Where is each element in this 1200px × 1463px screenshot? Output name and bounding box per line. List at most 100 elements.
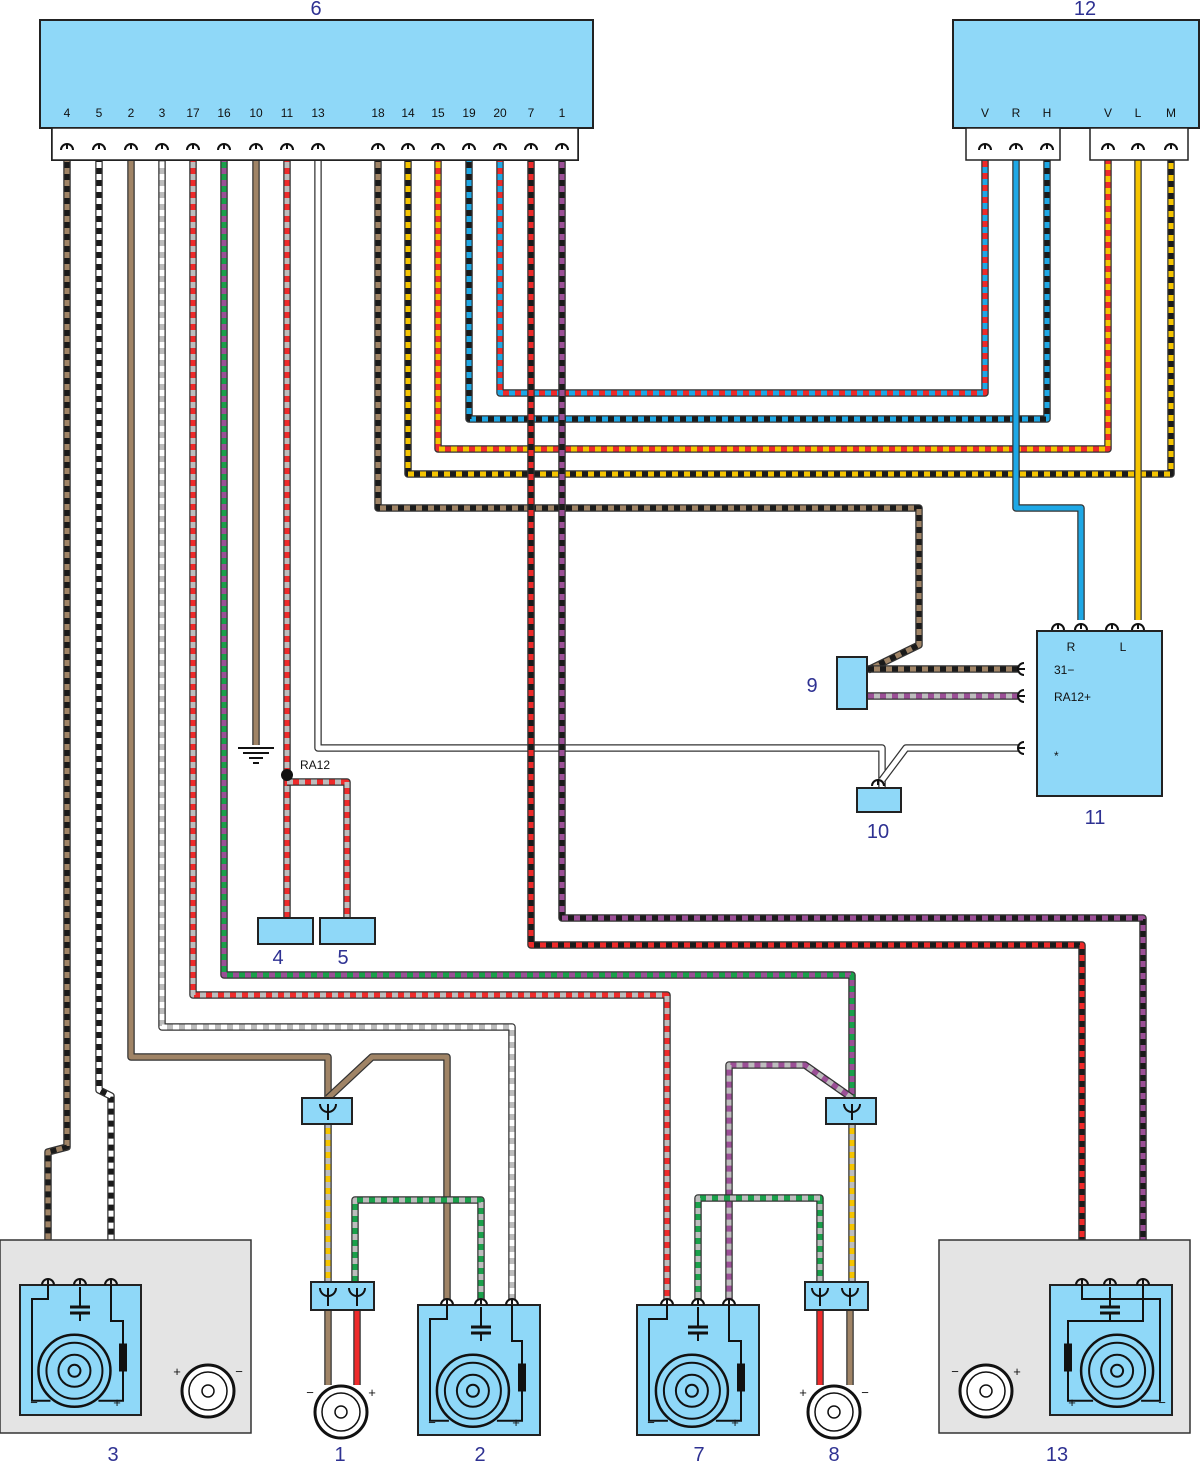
ground-icon: [238, 747, 274, 764]
module-11-pin-socket: [1131, 623, 1145, 631]
connector-12-block: [952, 19, 1200, 129]
connector-12b-pin-socket: [1131, 143, 1145, 151]
head-unit-pin-label: 15: [431, 106, 445, 120]
front-right-label: 7: [693, 1444, 704, 1463]
front-right-woofer-plus: +: [731, 1415, 739, 1430]
component-5: [319, 917, 376, 945]
component-4: [257, 917, 314, 945]
head-unit-pin-label: 10: [249, 106, 263, 120]
connector-12a-pin-label: V: [981, 106, 989, 120]
wire-3-gray-white: [158, 150, 516, 1300]
module-11-terminal-ra12: RA12+: [1054, 690, 1091, 704]
front-right-tweeter-left-sign: +: [799, 1385, 807, 1400]
front-left-tweeter: [313, 1384, 369, 1440]
wire-fl-gray-green: [351, 1196, 485, 1300]
wire-white-star: [879, 744, 1018, 783]
rear-right-woofer-minus: −: [1158, 1395, 1166, 1410]
head-unit-pin-socket: [155, 143, 169, 151]
front-left-tweeter-label: 1: [334, 1444, 345, 1463]
wire-fr-violet-gray: [725, 1061, 855, 1300]
head-unit-pin-label: 17: [186, 106, 200, 120]
connector-fl-tweeter-socket: [319, 1287, 337, 1306]
rear-right-woofer-pin-socket: [1136, 1278, 1150, 1286]
rear-left-label: 3: [107, 1444, 118, 1463]
head-unit-pin-label: 19: [462, 106, 476, 120]
connector-fr-tweeter-socket: [811, 1287, 829, 1306]
rear-left-tweeter-left-sign: +: [173, 1364, 181, 1379]
wire-7-black-red: [527, 150, 1086, 1273]
wire-20-red-blue: [496, 150, 989, 397]
front-right-tweeter: [806, 1384, 862, 1440]
rear-left-woofer-pin-socket: [104, 1278, 118, 1286]
module-11-terminal-31-socket: [1017, 662, 1025, 676]
front-left-tweeter-right-sign: +: [368, 1385, 376, 1400]
front-right-tweeter-label: 8: [828, 1444, 839, 1463]
rear-left-woofer-plus: +: [113, 1395, 121, 1410]
connector-12a-pin-socket: [1040, 143, 1054, 151]
rear-right-woofer-pin-socket: [1103, 1278, 1117, 1286]
component-5-label: 5: [337, 947, 348, 969]
connector-12b-pin-socket: [1164, 143, 1178, 151]
rear-right-tweeter: [958, 1363, 1014, 1419]
head-unit-pin-label: 7: [528, 106, 535, 120]
head-unit-pin-socket: [217, 143, 231, 151]
module-11-terminal-31: 31−: [1054, 663, 1074, 677]
component-10-label: 10: [867, 821, 889, 843]
head-unit-pin-label: 20: [493, 106, 507, 120]
head-unit-pin-socket: [431, 143, 445, 151]
head-unit-pin-label: 4: [64, 106, 71, 120]
wire-ra12-branch: [287, 778, 351, 918]
rear-right-tweeter-right-sign: +: [1013, 1364, 1021, 1379]
head-unit-pin-socket: [280, 143, 294, 151]
front-left-woofer-plus: +: [512, 1415, 520, 1430]
front-right-woofer-pin-socket: [722, 1298, 736, 1306]
head-unit-pin-socket: [186, 143, 200, 151]
wire-15-red-yellow: [434, 150, 1112, 453]
wire-5-black-white: [95, 150, 115, 1273]
rear-left-woofer: [19, 1284, 142, 1416]
head-unit-pin-label: 2: [128, 106, 135, 120]
head-unit-pin-socket: [524, 143, 538, 151]
wire-1-black-violet: [558, 150, 1147, 1273]
front-right-woofer-minus: −: [647, 1415, 655, 1430]
wire-16-violet-green: [220, 150, 856, 1098]
connector-fr-tweeter: [804, 1281, 869, 1311]
wires-layer: [44, 150, 1175, 1385]
connector-12b-pin-socket: [1101, 143, 1115, 151]
head-unit-pin-label: 5: [96, 106, 103, 120]
wire-17-red-gray: [189, 150, 671, 1300]
rear-left-tweeter: [180, 1363, 236, 1419]
wire-18-black-brown: [374, 150, 923, 674]
module-11-pin-r: R: [1067, 640, 1076, 654]
component-10: [856, 787, 902, 813]
connector-12a-pin-socket: [978, 143, 992, 151]
head-unit-pin-label: 18: [371, 106, 385, 120]
component-4-label: 4: [272, 947, 283, 969]
head-unit-pin-label: 14: [401, 106, 415, 120]
module-11-terminal-star: *: [1054, 749, 1059, 763]
connector-12b-pin-label: M: [1166, 106, 1176, 120]
connector-12b-pin-label: V: [1104, 106, 1112, 120]
head-unit-pin-label: 13: [311, 106, 325, 120]
front-left-tweeter-left-sign: −: [306, 1385, 314, 1400]
front-right-woofer-pin-socket: [691, 1298, 705, 1306]
wire-19-blue-black: [465, 150, 1051, 423]
head-unit-pin-socket: [493, 143, 507, 151]
rear-right-woofer: [1049, 1284, 1173, 1416]
head-unit-pin-label: 11: [281, 106, 294, 120]
connector-12-label: 12: [1074, 0, 1096, 20]
front-left-woofer-pin-socket: [505, 1298, 519, 1306]
front-right-woofer: [636, 1304, 760, 1436]
connector-12a-pin-label: R: [1012, 106, 1021, 120]
component-10-socket: [871, 779, 885, 787]
head-unit-pin-socket: [124, 143, 138, 151]
rear-left-woofer-minus: −: [30, 1395, 38, 1410]
head-unit-pin-socket: [401, 143, 415, 151]
head-unit-label: 6: [310, 0, 321, 20]
head-unit-block: [39, 19, 594, 129]
head-unit-pin-socket: [60, 143, 74, 151]
head-unit-pin-label: 3: [159, 106, 166, 120]
wire-2-brown: [127, 150, 332, 1098]
rear-left-tweeter-right-sign: −: [235, 1364, 243, 1379]
